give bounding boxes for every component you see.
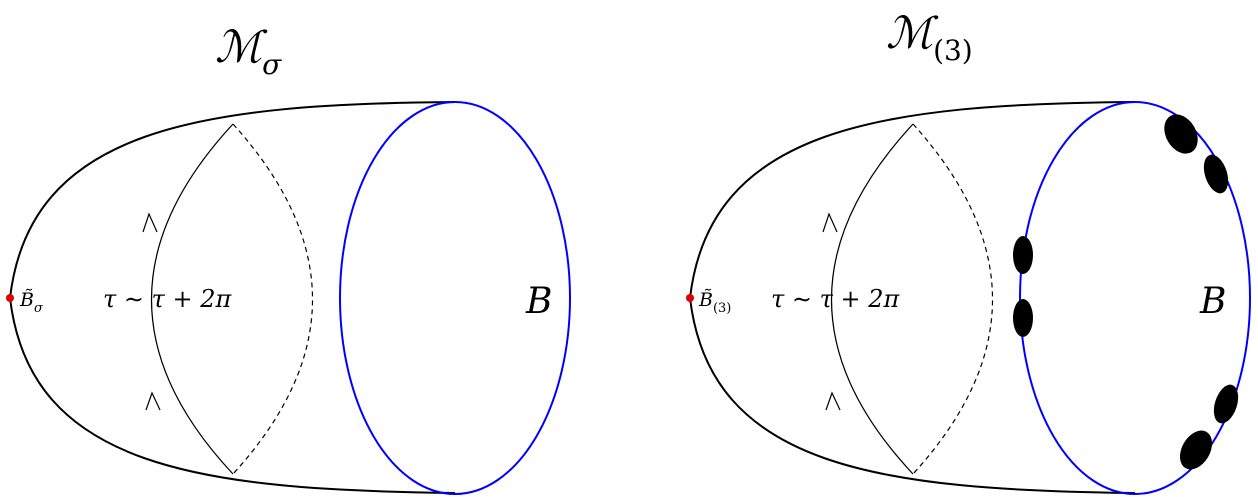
manifold-outline — [688, 101, 1136, 494]
manifold-outline — [8, 101, 456, 494]
panel-m-sigma: ℳσ B̃σ τ ∼ τ + 2π B — [6, 22, 571, 495]
title-symbol: ℳ — [215, 22, 268, 73]
boundary-label-b: B — [1199, 281, 1226, 322]
point-label-b-sigma: B̃σ — [19, 289, 44, 316]
arrow-up-icon — [822, 212, 838, 233]
red-point-marker — [686, 294, 694, 302]
boundary-circle-b — [339, 101, 571, 495]
point-label-b-3: B̃(3) — [698, 289, 731, 316]
point-subscript: (3) — [713, 301, 731, 316]
arrow-up-icon — [825, 391, 841, 411]
title-symbol: ℳ — [886, 8, 939, 59]
time-cycle-hidden-arc — [912, 123, 993, 475]
time-cycle-front-arc — [831, 123, 914, 475]
panel-m-3: ℳ(3) B̃(3) τ ∼ τ + 2π B — [686, 8, 1251, 495]
arrow-up-icon — [145, 391, 161, 411]
title-subscript: (3) — [933, 34, 973, 67]
insertion-blob — [1164, 114, 1198, 154]
arrow-up-icon — [142, 212, 158, 233]
red-point-marker — [6, 294, 14, 302]
insertion-blob — [1013, 299, 1033, 337]
insertion-blob — [1013, 236, 1033, 274]
insertion-blob — [1203, 154, 1229, 194]
insertion-blob — [1213, 384, 1239, 424]
point-symbol: B̃ — [698, 289, 713, 311]
periodicity-label: τ ∼ τ + 2π — [771, 285, 901, 313]
panel-title-m-sigma: ℳσ — [215, 22, 282, 81]
point-symbol: B̃ — [19, 289, 34, 311]
boundary-label-b: B — [525, 281, 552, 322]
time-cycle-hidden-arc — [232, 123, 313, 475]
boundary-circle-b — [1019, 101, 1251, 495]
periodicity-label: τ ∼ τ + 2π — [103, 285, 233, 313]
time-cycle-front-arc — [151, 123, 234, 475]
panel-title-m-3: ℳ(3) — [886, 8, 973, 67]
point-subscript: σ — [34, 301, 44, 316]
insertion-blob — [1179, 430, 1213, 470]
title-subscript: σ — [262, 48, 282, 81]
